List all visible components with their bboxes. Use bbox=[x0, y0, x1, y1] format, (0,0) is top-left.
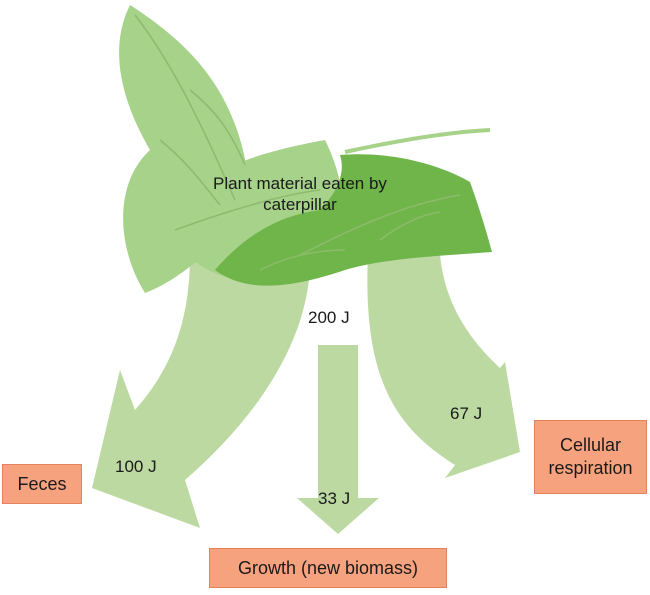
feces-box: Feces bbox=[2, 464, 82, 504]
leaf-cluster bbox=[119, 5, 492, 293]
leaf-veins bbox=[134, 14, 461, 271]
leaf-stem bbox=[344, 128, 491, 154]
total-energy-value: 200 J bbox=[308, 308, 350, 327]
arrow-respiration bbox=[367, 255, 520, 478]
respiration-energy-value: 67 J bbox=[450, 404, 483, 423]
respiration-box-label: Cellular respiration bbox=[548, 435, 633, 478]
growth-box: Growth (new biomass) bbox=[209, 548, 447, 588]
arrow-growth bbox=[297, 345, 379, 534]
respiration-box: Cellular respiration bbox=[534, 420, 647, 494]
source-label: Plant material eaten by caterpillar bbox=[213, 174, 387, 214]
growth-energy-value: 33 J bbox=[318, 489, 351, 508]
flow-arrows bbox=[92, 255, 520, 534]
growth-box-label: Growth (new biomass) bbox=[237, 557, 419, 578]
feces-box-label: Feces bbox=[17, 473, 67, 494]
arrow-feces bbox=[92, 255, 311, 528]
feces-energy-value: 100 J bbox=[115, 457, 157, 476]
leaf-front bbox=[215, 154, 492, 286]
